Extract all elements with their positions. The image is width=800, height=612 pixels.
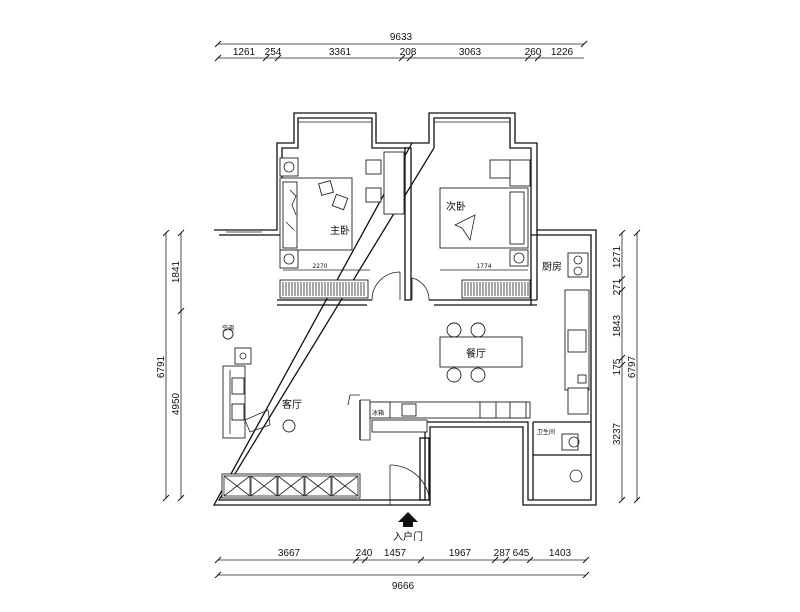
bottom-dimension-6: 645 [513, 548, 530, 559]
left-total-dimension: 6791 [156, 355, 167, 378]
walls [212, 112, 597, 506]
doors [371, 271, 431, 506]
left-dimension-2: 4950 [171, 392, 182, 415]
second-bedroom-label: 次卧 [446, 200, 466, 213]
side-table [234, 347, 252, 365]
right-dimension-chain: 1271 271 1843 175 3237 6797 [612, 229, 641, 504]
living-room: 客厅 空调 [221, 324, 371, 499]
counter-run: 冰箱 [369, 401, 531, 433]
entrance-label: 入户门 [393, 530, 423, 543]
dining-area: 餐厅 [439, 322, 523, 383]
top-dimension-2: 254 [265, 47, 282, 58]
bathroom: 卫生间 [537, 428, 583, 483]
toilet [561, 433, 579, 451]
right-dimension-1: 1271 [612, 245, 623, 268]
left-dimension-1: 1841 [171, 260, 182, 283]
top-dimension-3: 3361 [329, 47, 352, 58]
second-nightstand-bottom [509, 249, 529, 267]
dining-table [439, 336, 523, 368]
entrance-arrow-icon [398, 512, 418, 527]
fridge-label: 冰箱 [372, 409, 384, 417]
air-conditioner-label: 空调 [222, 324, 234, 332]
air-conditioner-unit [222, 328, 234, 340]
bottom-dimension-7: 1403 [549, 548, 572, 559]
top-dimension-5: 3063 [459, 47, 482, 58]
floor-drain [569, 469, 583, 483]
top-dimension-6: 260 [525, 47, 542, 58]
right-total-dimension: 6797 [627, 355, 638, 378]
second-bed-dimension: 1774 [476, 263, 491, 270]
fridge [369, 401, 391, 419]
right-dimension-2: 271 [612, 278, 623, 295]
living-room-label: 客厅 [282, 398, 302, 411]
lamp [282, 419, 296, 433]
master-bedroom-label: 主卧 [330, 224, 350, 237]
kitchen-label: 厨房 [542, 260, 562, 273]
bottom-dimension-chain: 3667 240 1457 1967 287 645 1403 9666 [214, 548, 590, 592]
master-nightstand-bottom [279, 249, 299, 269]
tv [347, 394, 371, 441]
kitchen: 厨房 [542, 252, 590, 415]
right-dimension-4: 175 [612, 358, 623, 375]
bottom-dimension-4: 1967 [449, 548, 472, 559]
top-total-dimension: 9633 [390, 32, 413, 43]
master-bedroom: 2270 主卧 [279, 151, 405, 299]
top-dimension-1: 1261 [233, 47, 256, 58]
bottom-dimension-1: 3667 [278, 548, 301, 559]
second-wardrobe [461, 279, 531, 299]
master-bed-dimension: 2270 [312, 263, 327, 270]
second-nightstand-top [509, 159, 531, 187]
right-dimension-5: 3237 [612, 422, 623, 445]
stove [567, 252, 589, 278]
second-bedroom: 1774 次卧 [439, 159, 531, 299]
right-dimension-3: 1843 [612, 314, 623, 337]
bottom-dimension-5: 287 [494, 548, 511, 559]
entrance: 入户门 [393, 512, 423, 543]
kitchen-sink [567, 329, 587, 353]
master-nightstand-top [279, 157, 299, 177]
bathroom-label: 卫生间 [537, 428, 555, 436]
left-dimension-chain: 6791 1841 4950 [156, 229, 185, 502]
bottom-dimension-3: 1457 [384, 548, 407, 559]
sofa [222, 365, 246, 439]
desk [383, 151, 405, 215]
top-dimension-4: 208 [400, 47, 417, 58]
bottom-dimension-2: 240 [356, 548, 373, 559]
top-dimension-chain: 9633 1261 254 3361 208 3063 260 1226 [214, 32, 588, 62]
dining-label: 餐厅 [466, 347, 486, 360]
bottom-total-dimension: 9666 [392, 581, 415, 592]
desk-chair [365, 159, 382, 175]
top-dimension-7: 1226 [551, 47, 574, 58]
